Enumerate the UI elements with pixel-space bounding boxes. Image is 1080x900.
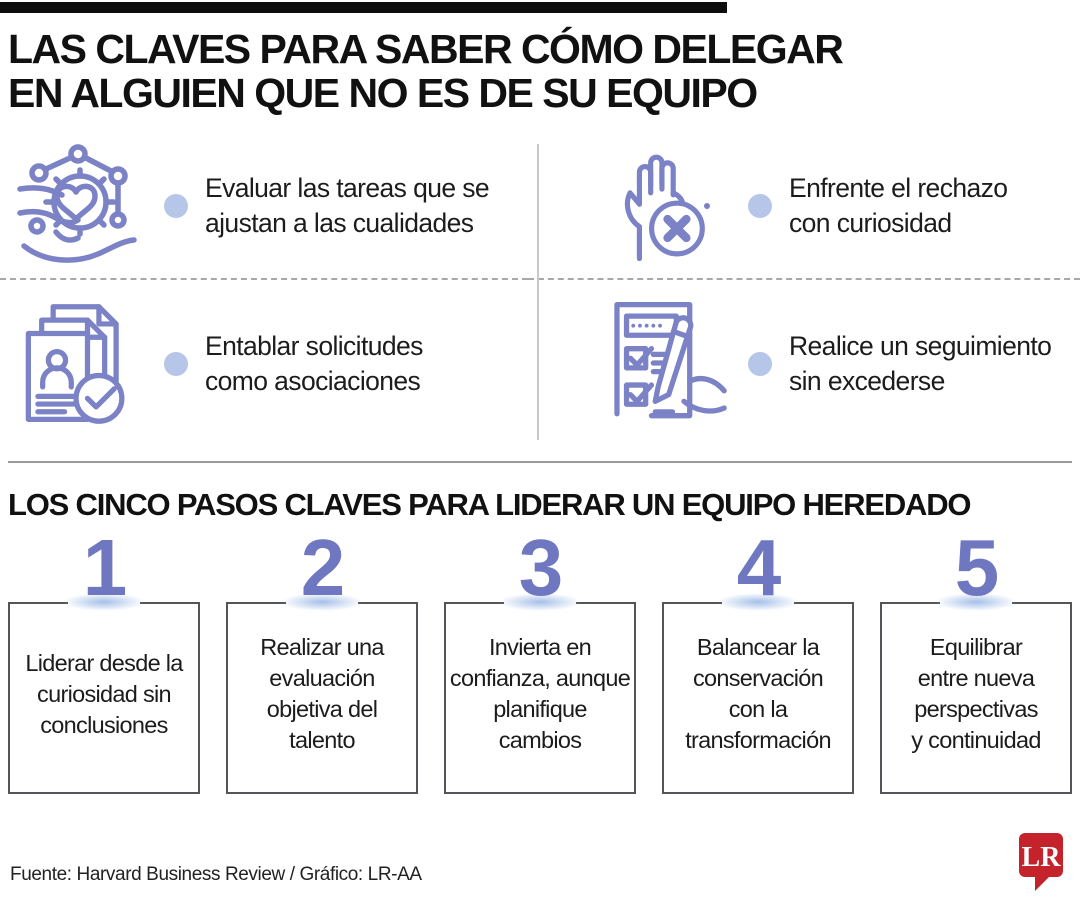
steps-section-title: LOS CINCO PASOS CLAVES PARA LIDERAR UN E…	[8, 486, 972, 522]
applications-documents-icon	[6, 296, 148, 432]
step-number: 2	[300, 522, 345, 612]
delegation-keys-section: Evaluar las tareas que se ajustan a las …	[0, 134, 1080, 448]
page-title: LAS CLAVES PARA SABER CÓMO DELEGAR EN AL…	[8, 26, 844, 116]
step-number-glow	[281, 593, 363, 612]
key-text: Enfrente el rechazo con curiosidad	[789, 173, 1008, 238]
step-4: 4 Balancear la conservación con la trans…	[662, 522, 854, 795]
step-number: 4	[736, 522, 781, 612]
step-number: 3	[518, 522, 563, 612]
checklist-pencil-icon	[590, 294, 732, 434]
key-text: Evaluar las tareas que se ajustan a las …	[205, 173, 490, 238]
step-text: Liderar desde la curiosidad sin conclusi…	[25, 649, 183, 738]
top-accent-bar	[0, 2, 727, 13]
step-number-glow	[717, 593, 799, 612]
five-steps-row: 1 Liderar desde la curiosidad sin conclu…	[8, 522, 1072, 795]
section-divider	[8, 460, 1072, 463]
step-number: 1	[82, 522, 127, 612]
key-item-evaluar-tareas: Evaluar las tareas que se ajustan a las …	[0, 134, 528, 280]
key-item-realice-seguimiento: Realice un seguimiento sin excederse	[528, 280, 1080, 448]
source-credit: Fuente: Harvard Business Review / Gráfic…	[10, 864, 422, 885]
key-item-entablar-solicitudes: Entablar solicitudes como asociaciones	[0, 280, 528, 448]
step-1: 1 Liderar desde la curiosidad sin conclu…	[8, 522, 200, 795]
step-3: 3 Invierta en confianza, aunque planifiq…	[444, 522, 636, 795]
vertical-divider	[537, 143, 539, 440]
lr-logo: LR	[1019, 833, 1063, 891]
reject-hand-icon	[590, 140, 732, 272]
step-box: Balancear la conservación con la transfo…	[662, 602, 854, 795]
step-text: Invierta en confianza, aunque planifique…	[449, 634, 631, 754]
step-number-glow	[935, 593, 1017, 612]
step-box: Invierta en confianza, aunque planifique…	[444, 602, 636, 795]
bullet-dot	[164, 193, 188, 218]
key-text: Realice un seguimiento sin excederse	[789, 331, 1052, 396]
hand-heart-network-icon	[6, 140, 148, 272]
bullet-dot	[164, 351, 188, 376]
step-text: Realizar una evaluación objetiva del tal…	[260, 634, 384, 754]
step-number-glow	[499, 593, 581, 612]
step-box: Equilibrar entre nueva perspectivas y co…	[880, 602, 1072, 795]
step-number: 5	[954, 522, 999, 612]
step-box: Liderar desde la curiosidad sin conclusi…	[8, 602, 200, 795]
key-text: Entablar solicitudes como asociaciones	[205, 331, 423, 396]
step-2: 2 Realizar una evaluación objetiva del t…	[226, 522, 418, 795]
bullet-dot	[748, 351, 772, 376]
key-item-enfrente-rechazo: Enfrente el rechazo con curiosidad	[528, 134, 1080, 280]
bullet-dot	[748, 193, 772, 218]
lr-logo-text: LR	[1022, 842, 1062, 873]
step-text: Equilibrar entre nueva perspectivas y co…	[911, 634, 1041, 754]
step-text: Balancear la conservación con la transfo…	[685, 634, 831, 754]
step-box: Realizar una evaluación objetiva del tal…	[226, 602, 418, 795]
footer: Fuente: Harvard Business Review / Gráfic…	[10, 832, 1064, 892]
step-number-glow	[63, 593, 145, 612]
step-5: 5 Equilibrar entre nueva perspectivas y …	[880, 522, 1072, 795]
